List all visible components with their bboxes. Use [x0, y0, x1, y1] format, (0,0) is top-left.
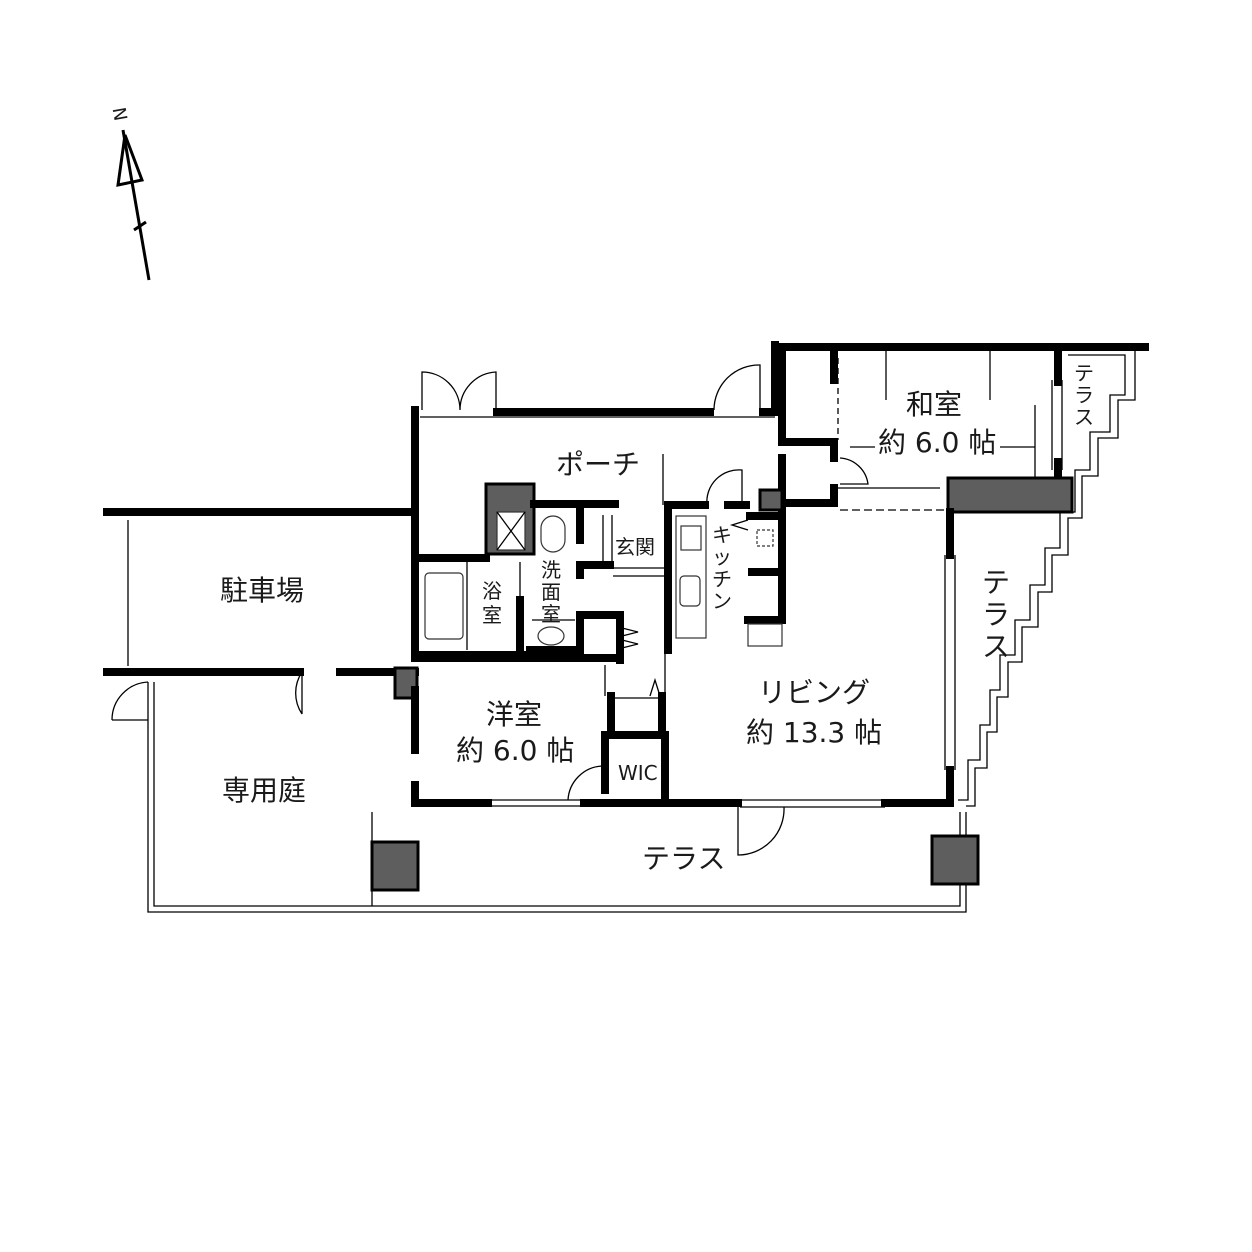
- room-label-terrace-ne: ス: [1074, 405, 1094, 429]
- north-label: N: [108, 106, 131, 123]
- pillar: [930, 834, 980, 886]
- terrace-east-outline: [958, 349, 1136, 807]
- parking-walls: [103, 508, 419, 715]
- room-label-washroom: 面: [541, 580, 561, 604]
- room-size-western-room: 約 6.0 帖: [456, 734, 574, 767]
- room-label-washroom: 室: [541, 602, 561, 626]
- room-label-terrace-south: テラス: [642, 842, 725, 875]
- room-label-wic: WIC: [618, 761, 658, 785]
- room-label-entrance: 玄関: [615, 535, 655, 559]
- room-label-living: リビング: [758, 676, 870, 709]
- room-label-terrace-ne: テ: [1074, 361, 1094, 385]
- outer-walls: [411, 341, 1149, 856]
- north-arrow-icon: N: [108, 106, 151, 281]
- interior-walls: [393, 454, 750, 807]
- room-label-kitchen: ン: [712, 589, 732, 613]
- room-label-kitchen: キ: [712, 523, 732, 547]
- room-label-parking: 駐車場: [220, 574, 304, 607]
- room-label-terrace-east: ス: [982, 630, 1010, 663]
- room-size-living: 約 13.3 帖: [746, 716, 882, 749]
- room-size-japanese-room: 約 6.0 帖: [878, 426, 996, 459]
- room-label-terrace-ne: ラ: [1074, 383, 1094, 407]
- room-label-washroom: 洗: [541, 558, 561, 582]
- room-label-porch: ポーチ: [556, 448, 640, 481]
- room-label-kitchen: ッ: [712, 545, 732, 569]
- room-label-private-garden: 専用庭: [222, 774, 306, 807]
- room-label-terrace-east: ラ: [982, 598, 1010, 631]
- room-label-bath: 浴: [482, 579, 502, 603]
- room-label-bath: 室: [482, 603, 502, 627]
- pillar: [370, 840, 420, 892]
- room-label-terrace-east: テ: [982, 566, 1010, 599]
- room-label-western-room: 洋室: [486, 698, 542, 731]
- room-label-kitchen: チ: [712, 567, 732, 591]
- room-label-japanese-room: 和室: [906, 388, 962, 421]
